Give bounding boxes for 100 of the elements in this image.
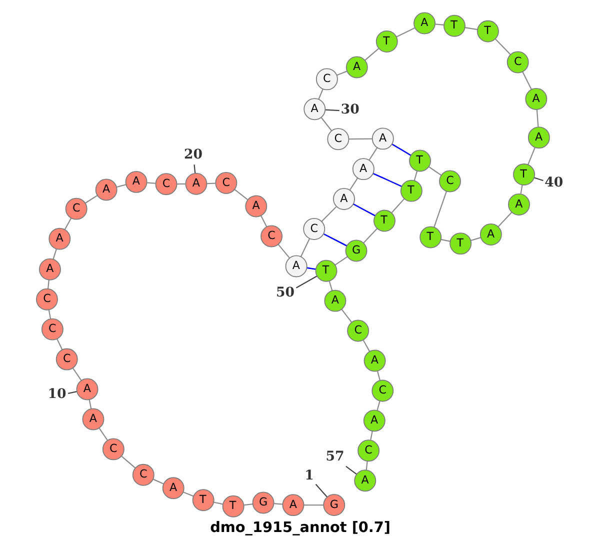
connector: [88, 400, 92, 409]
node-circle: A: [362, 410, 385, 432]
connector: [98, 428, 108, 441]
node-circle: C: [214, 172, 237, 194]
node-circle: C: [55, 348, 78, 370]
node-circle: A: [284, 255, 307, 278]
connector: [243, 503, 252, 506]
connector: [120, 456, 136, 468]
node-circle: A: [527, 126, 550, 149]
connector: [47, 280, 49, 289]
connector: [295, 276, 317, 288]
connector: [370, 431, 372, 440]
node-circle: C: [302, 218, 325, 240]
connector: [213, 502, 222, 505]
node-circle: A: [345, 56, 368, 78]
node-circle: C: [40, 318, 63, 340]
node-circle: C: [36, 288, 58, 310]
node-circle: C: [346, 320, 369, 342]
connector: [433, 191, 446, 228]
node-circle: C: [357, 440, 380, 462]
node-circle: A: [413, 12, 435, 34]
connector: [274, 503, 282, 505]
connector: [320, 117, 332, 131]
node-circle: C: [132, 464, 154, 486]
node-text: 57: [325, 450, 344, 465]
node-circle: T: [443, 14, 465, 37]
node-circle: A: [508, 194, 530, 216]
connector: [318, 88, 323, 100]
node-circle: T: [512, 164, 535, 186]
node-circle: T: [419, 226, 442, 248]
node-circle: A: [48, 228, 70, 250]
node-circle: A: [303, 98, 326, 120]
node-circle: A: [524, 88, 547, 110]
node-text: 10: [47, 387, 66, 402]
node-text: 30: [340, 102, 359, 118]
node-circle: A: [244, 195, 267, 218]
connector: [522, 72, 532, 90]
connector: [372, 172, 402, 188]
node-circle: C: [315, 68, 338, 90]
connector: [277, 244, 290, 258]
node-circle: T: [372, 210, 395, 232]
node-circle: A: [352, 158, 374, 180]
node-circle: A: [324, 290, 346, 312]
connector: [434, 24, 444, 26]
node-circle: T: [222, 495, 244, 518]
connector: [334, 256, 348, 266]
connector: [193, 164, 196, 174]
connector: [260, 215, 267, 227]
connector: [390, 198, 404, 214]
connector: [306, 267, 316, 270]
node-circle: A: [332, 188, 354, 210]
node-text: 40: [544, 175, 563, 190]
node-circle: T: [408, 150, 431, 172]
node-circle: G: [344, 240, 367, 262]
node-circle: T: [449, 232, 472, 255]
node-circle: C: [102, 438, 124, 460]
node-circle: A: [479, 224, 502, 246]
connector: [362, 228, 377, 244]
node-circle: A: [162, 477, 184, 500]
connector: [67, 391, 76, 394]
connector: [536, 110, 538, 127]
connector: [494, 38, 510, 55]
connector: [497, 212, 512, 228]
connector: [52, 248, 56, 260]
node-circle: C: [506, 51, 528, 74]
node-text: 20: [183, 147, 202, 162]
connector: [364, 48, 378, 61]
connector: [314, 484, 327, 498]
node-circle: A: [354, 470, 376, 492]
connector: [72, 368, 82, 381]
connector: [328, 280, 332, 291]
node-circle: A: [371, 128, 394, 150]
node-circle: A: [184, 172, 207, 195]
connector: [352, 204, 375, 216]
node-circle: T: [400, 180, 422, 202]
connector: [116, 184, 126, 188]
connector: [336, 70, 347, 76]
connector: [376, 401, 380, 410]
node-circle: C: [154, 173, 177, 196]
node-text: 1: [304, 468, 314, 484]
connector: [464, 27, 478, 30]
connector: [533, 177, 543, 182]
diagram-title: dmo_1915_annot [0.7]: [210, 520, 390, 536]
connector: [348, 138, 372, 140]
node-circle: C: [326, 128, 349, 150]
connector: [345, 466, 356, 475]
connector: [304, 504, 323, 506]
connector: [324, 109, 339, 112]
node-circle: C: [438, 170, 460, 192]
node-circle: T: [476, 20, 498, 42]
node-circle: A: [38, 258, 60, 280]
connector: [64, 218, 72, 230]
connector: [340, 308, 352, 322]
connector: [234, 189, 248, 200]
connector: [440, 238, 450, 242]
node-circle: C: [64, 198, 87, 220]
node-circle: T: [192, 489, 214, 512]
connector: [376, 371, 380, 381]
node-circle: A: [363, 350, 386, 372]
connector: [413, 170, 418, 181]
